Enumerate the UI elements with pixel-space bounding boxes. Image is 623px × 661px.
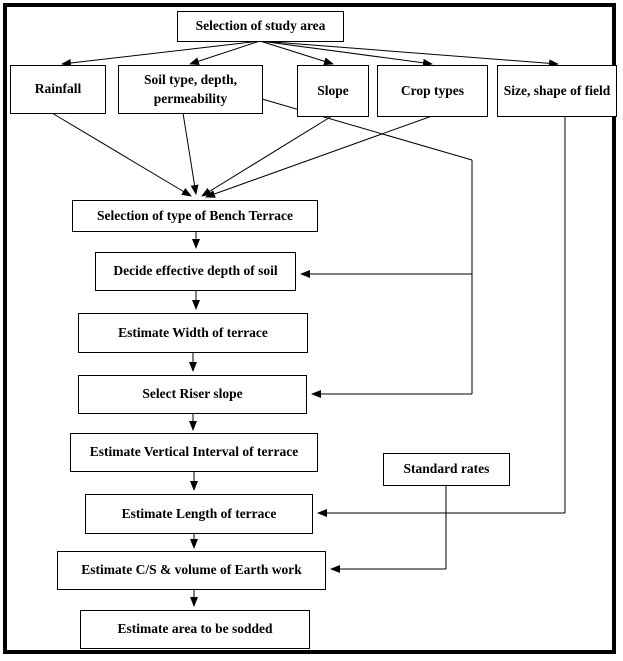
node-select-riser-slope[interactable]: Select Riser slope xyxy=(78,375,307,414)
node-rainfall[interactable]: Rainfall xyxy=(10,65,106,114)
node-soil-type-depth-permeability[interactable]: Soil type, depth, permeability xyxy=(118,65,263,114)
node-label: Standard rates xyxy=(403,461,490,477)
node-label: Crop types xyxy=(400,82,465,98)
node-estimate-cs-volume-of-earth-work[interactable]: Estimate C/S & volume of Earth work xyxy=(57,551,326,590)
node-standard-rates[interactable]: Standard rates xyxy=(383,453,510,486)
node-label: Decide effective depth of soil xyxy=(113,263,278,279)
node-crop-types[interactable]: Crop types xyxy=(377,65,488,117)
node-estimate-length-of-terrace[interactable]: Estimate Length of terrace xyxy=(85,494,313,534)
node-label: Size, shape of field xyxy=(503,82,611,98)
node-label: Estimate Length of terrace xyxy=(121,505,277,521)
node-selection-of-study-area[interactable]: Selection of study area xyxy=(177,11,344,42)
node-decide-effective-depth-of-soil[interactable]: Decide effective depth of soil xyxy=(95,252,296,291)
node-label: Selection of type of Bench Terrace xyxy=(96,207,294,223)
node-estimate-vertical-interval-of-terrace[interactable]: Estimate Vertical Interval of terrace xyxy=(70,433,318,472)
node-label: Soil type, depth, permeability xyxy=(143,72,238,106)
node-estimate-area-to-be-sodded[interactable]: Estimate area to be sodded xyxy=(80,610,310,649)
node-label: Estimate area to be sodded xyxy=(117,621,273,637)
node-selection-of-type-of-bench-terrace[interactable]: Selection of type of Bench Terrace xyxy=(72,200,318,232)
node-label: Estimate Width of terrace xyxy=(118,324,268,340)
node-label: Slope xyxy=(317,82,349,98)
node-label: Select Riser slope xyxy=(142,386,243,402)
node-label: Selection of study area xyxy=(195,18,326,34)
figure-border xyxy=(3,3,616,654)
node-estimate-width-of-terrace[interactable]: Estimate Width of terrace xyxy=(78,313,308,353)
node-size-shape-of-field[interactable]: Size, shape of field xyxy=(497,65,617,117)
node-label: Rainfall xyxy=(34,81,82,97)
node-slope[interactable]: Slope xyxy=(297,65,369,117)
node-label: Estimate C/S & volume of Earth work xyxy=(81,562,302,578)
node-label: Estimate Vertical Interval of terrace xyxy=(89,444,299,460)
